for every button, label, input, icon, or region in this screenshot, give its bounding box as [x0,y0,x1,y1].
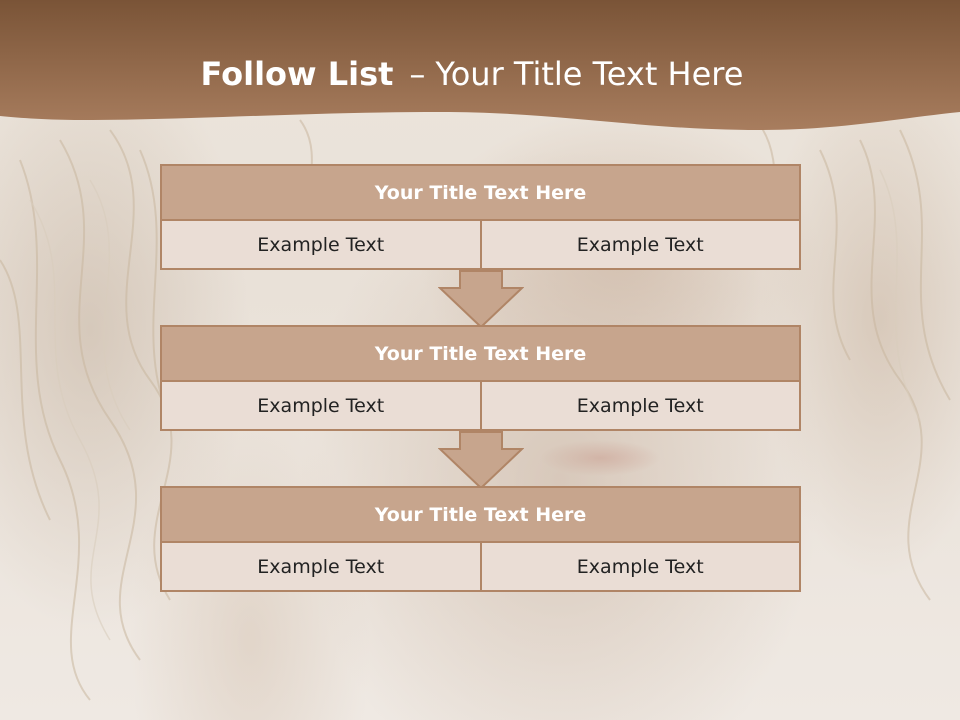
block-title: Your Title Text Here [160,164,801,221]
block-row: Example Text Example Text [160,382,801,431]
down-arrow-icon [438,431,524,489]
page-title: Follow List–Your Title Text Here [0,52,944,96]
title-bold-part: Follow List [200,55,394,93]
list-block-1: Your Title Text Here Example Text Exampl… [160,164,801,270]
block-cell-left: Example Text [160,382,482,431]
block-title: Your Title Text Here [160,486,801,543]
block-cell-right: Example Text [481,221,801,270]
title-dash: – [409,55,426,93]
down-arrow-icon [438,270,524,328]
block-row: Example Text Example Text [160,221,801,270]
block-cell-right: Example Text [481,543,801,592]
block-cell-right: Example Text [481,382,801,431]
block-cell-left: Example Text [160,221,482,270]
list-block-2: Your Title Text Here Example Text Exampl… [160,325,801,431]
block-cell-left: Example Text [160,543,482,592]
title-rest-part: Your Title Text Here [435,55,744,93]
header-wave-shape [0,0,960,130]
list-block-3: Your Title Text Here Example Text Exampl… [160,486,801,592]
block-title: Your Title Text Here [160,325,801,382]
block-row: Example Text Example Text [160,543,801,592]
header-band: Follow List–Your Title Text Here [0,0,960,140]
